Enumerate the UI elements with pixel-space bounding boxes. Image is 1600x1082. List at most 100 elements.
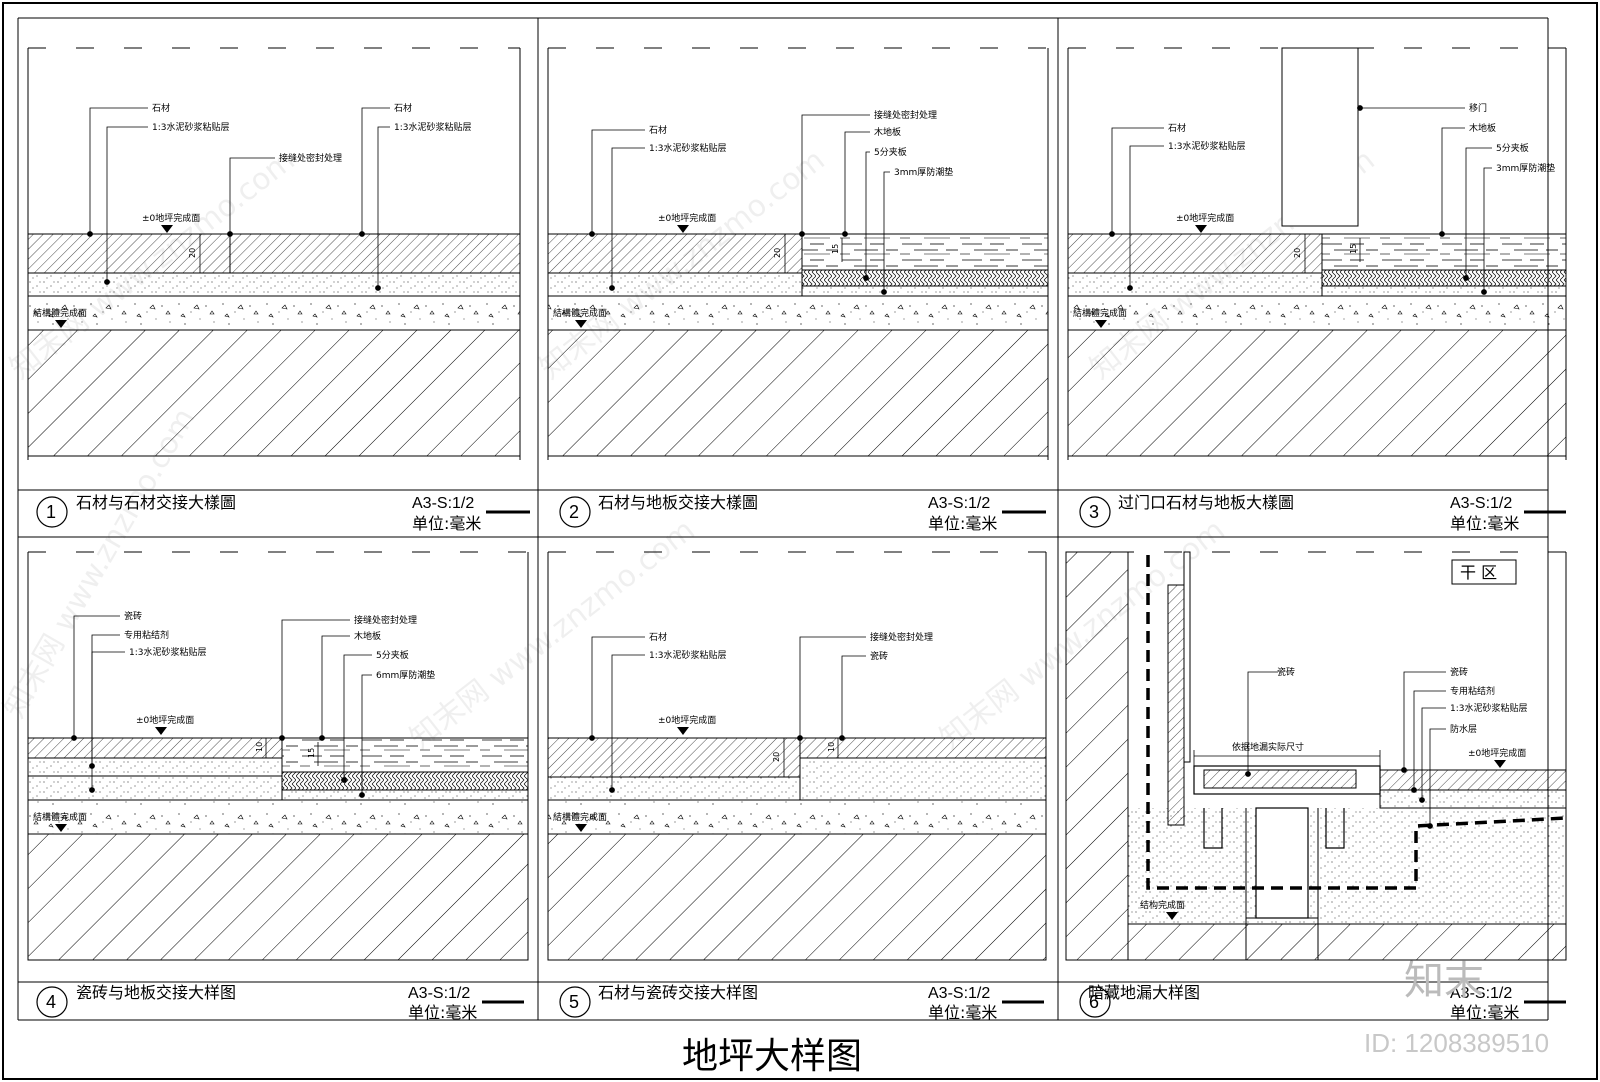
label-struct-finish: 結構體完成面 bbox=[1073, 307, 1127, 319]
dry-zone-box bbox=[1451, 559, 1517, 585]
label-struct-finish: 結構體完成面 bbox=[33, 811, 87, 823]
panel-number-badge bbox=[1079, 496, 1111, 528]
label-stone: 石材 bbox=[649, 631, 667, 643]
sheet-title: 地坪大样图 bbox=[682, 1036, 862, 1077]
label-stone: 石材 bbox=[649, 124, 667, 136]
level-marker-icon bbox=[1494, 760, 1506, 768]
wood-floor-layer bbox=[801, 233, 1049, 271]
label-struct-finish: 結構體完成面 bbox=[553, 811, 607, 823]
label-floor-finish: ±0地坪完成面 bbox=[136, 714, 194, 726]
detail-panel-6: 依据地漏实际尺寸 瓷砖 瓷砖 专用粘结剂 1:3水泥砂浆粘贴层 防水层 ±0地坪… bbox=[1058, 551, 1567, 1022]
label-sliding-door: 移门 bbox=[1469, 102, 1487, 114]
concrete-screed bbox=[27, 799, 529, 835]
dimension-10: 10 bbox=[827, 738, 839, 758]
panel-title: 过门口石材与地板大樣圖 bbox=[1118, 493, 1294, 512]
concrete-screed bbox=[547, 799, 1047, 835]
label-mortar: 1:3水泥砂浆粘贴层 bbox=[394, 121, 472, 133]
brand-logo: 知末 bbox=[1404, 958, 1484, 1004]
label-moisture-pad: 3mm厚防潮垫 bbox=[894, 166, 953, 178]
label-stone: 石材 bbox=[1168, 122, 1186, 134]
drain-size-dimension bbox=[1193, 750, 1381, 766]
svg-text:20: 20 bbox=[772, 752, 781, 762]
label-joint-seal: 接缝处密封处理 bbox=[354, 614, 417, 626]
wood-floor-layer bbox=[281, 737, 529, 773]
structure-slab bbox=[27, 833, 529, 961]
panel-title: 暗藏地漏大样图 bbox=[1088, 983, 1200, 1002]
tile-layer bbox=[799, 737, 1047, 759]
stone-layer bbox=[547, 233, 803, 274]
svg-text:10: 10 bbox=[827, 742, 836, 752]
label-tile: 瓷砖 bbox=[124, 610, 142, 622]
svg-text:15: 15 bbox=[307, 748, 316, 758]
label-floor-finish: ±0地坪完成面 bbox=[658, 212, 716, 224]
floor-tile bbox=[1379, 769, 1567, 791]
panel-number: 3 bbox=[1089, 502, 1099, 522]
waterproof-membrane bbox=[1146, 555, 1567, 890]
panel-number-badge bbox=[559, 496, 591, 528]
level-marker-icon bbox=[1195, 225, 1207, 233]
label-joint-seal: 接缝处密封处理 bbox=[279, 152, 342, 164]
label-wood-floor: 木地板 bbox=[874, 126, 901, 138]
stone-layer bbox=[1067, 233, 1323, 274]
panel-title: 石材与石材交接大樣圖 bbox=[76, 493, 236, 512]
plywood-layer bbox=[801, 269, 1049, 287]
moisture-pad-layer bbox=[1321, 285, 1567, 297]
structure-slab bbox=[27, 329, 521, 457]
panel-number-badge bbox=[1079, 986, 1111, 1018]
panel-unit: 单位:毫米 bbox=[412, 514, 481, 533]
leaders bbox=[589, 114, 890, 295]
detail-panel-5: 20 10 石材 1:3水泥砂浆粘贴层 接缝处密封处理 瓷砖 ±0地坪完成面 結… bbox=[538, 551, 1058, 1022]
svg-text:20: 20 bbox=[1293, 248, 1302, 258]
leaders bbox=[1109, 105, 1492, 295]
dimension-15: 15 bbox=[1349, 238, 1361, 262]
label-mortar: 1:3水泥砂浆粘贴层 bbox=[152, 121, 230, 133]
label-plywood: 5分夹板 bbox=[376, 649, 409, 661]
label-plywood: 5分夹板 bbox=[874, 146, 907, 158]
mortar-layer bbox=[27, 775, 283, 801]
dimension-20: 20 bbox=[1293, 234, 1306, 273]
panel-scale: A3-S:1/2 bbox=[412, 495, 474, 512]
level-marker-icon bbox=[677, 727, 689, 735]
image-id: ID: 1208389510 bbox=[1364, 1028, 1549, 1058]
panel-number-badge bbox=[36, 986, 68, 1018]
label-plywood: 5分夹板 bbox=[1496, 142, 1529, 154]
wall-structure bbox=[1065, 551, 1129, 961]
level-marker-icon bbox=[1095, 320, 1107, 328]
panel-number: 4 bbox=[46, 992, 56, 1012]
dimension-10: 10 bbox=[255, 738, 267, 758]
level-marker-icon bbox=[1166, 912, 1178, 920]
svg-text:15: 15 bbox=[1349, 244, 1358, 254]
dimension-15: 15 bbox=[307, 742, 319, 766]
panel-unit: 单位:毫米 bbox=[928, 1003, 997, 1022]
mortar-layer bbox=[1067, 272, 1323, 297]
label-wood-floor: 木地板 bbox=[354, 630, 381, 642]
label-struct-finish: 结构完成面 bbox=[1140, 899, 1185, 911]
label-mortar: 1:3水泥砂浆粘贴层 bbox=[129, 646, 207, 658]
panel-number: 5 bbox=[569, 992, 579, 1012]
panel-unit: 单位:毫米 bbox=[1450, 514, 1519, 533]
detail-panel-3: 20 15 石材 1:3水泥砂浆粘贴层 移门 木地板 5分夹板 3mm厚防潮垫 … bbox=[1058, 47, 1567, 533]
adhesive-layer bbox=[27, 757, 283, 777]
label-tile: 瓷砖 bbox=[1277, 666, 1295, 678]
label-mortar: 1:3水泥砂浆粘贴层 bbox=[1450, 702, 1528, 714]
wall-tile bbox=[1167, 584, 1185, 826]
dimension-20: 20 bbox=[773, 234, 786, 273]
label-stone: 石材 bbox=[394, 102, 412, 114]
label-floor-finish: ±0地坪完成面 bbox=[1176, 212, 1234, 224]
panel-number: 1 bbox=[46, 502, 56, 522]
mortar-bed bbox=[1379, 789, 1567, 809]
panel-unit: 单位:毫米 bbox=[408, 1003, 477, 1022]
label-floor-finish: ±0地坪完成面 bbox=[658, 714, 716, 726]
svg-text:15: 15 bbox=[831, 244, 840, 254]
level-marker-icon bbox=[55, 320, 67, 328]
panel-unit: 单位:毫米 bbox=[1450, 1003, 1519, 1022]
detail-panel-1: 20 石材 1:3水泥砂浆粘贴层 接缝处密封处理 石材 1:3水泥砂浆粘贴层 ±… bbox=[18, 47, 538, 533]
stone-layer bbox=[547, 737, 801, 778]
panel-scale: A3-S:1/2 bbox=[1450, 985, 1512, 1002]
structure-slab bbox=[547, 329, 1049, 457]
stone-layer bbox=[27, 233, 521, 274]
label-adhesive: 专用粘结剂 bbox=[124, 629, 169, 641]
plywood-layer bbox=[281, 771, 529, 791]
leaders bbox=[1245, 671, 1446, 829]
